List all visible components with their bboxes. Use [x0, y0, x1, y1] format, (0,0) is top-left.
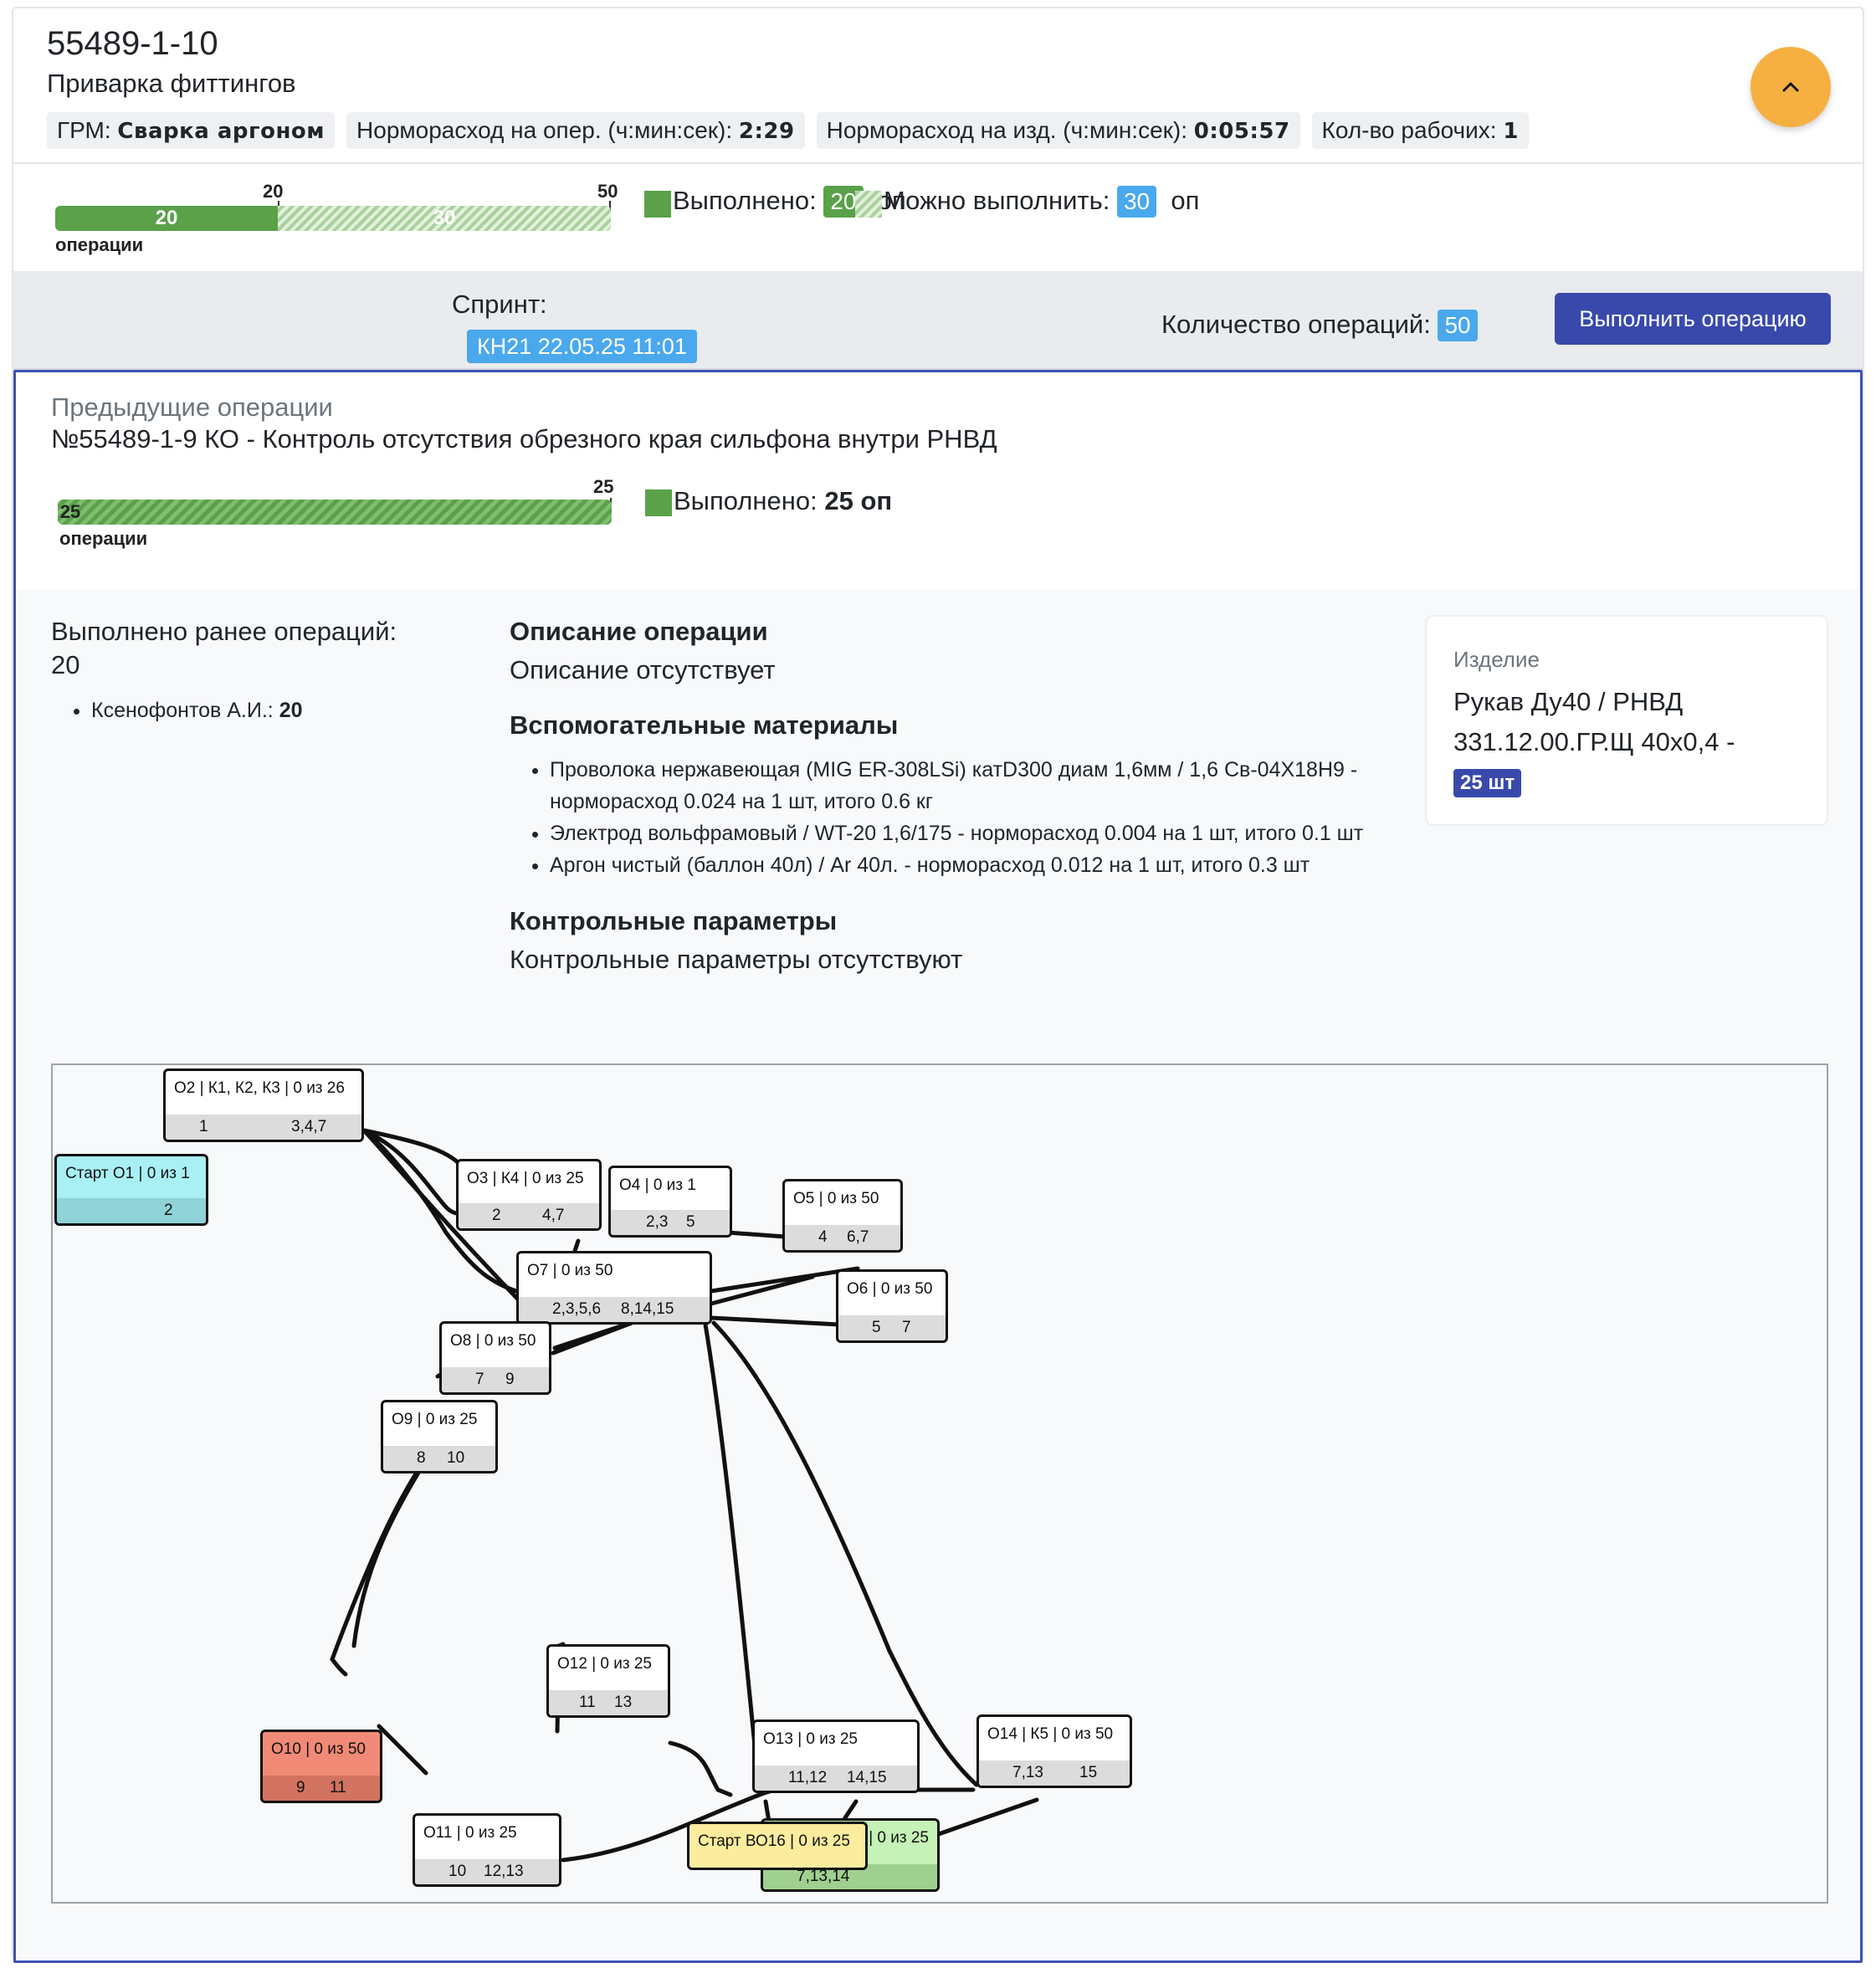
legend-done-swatch	[644, 191, 671, 218]
product-card: Изделие Рукав Ду40 / РНВД 331.12.00.ГР.Щ…	[1425, 615, 1828, 826]
chip-workers: Кол-во рабочих: 1	[1311, 112, 1529, 149]
collapse-button[interactable]	[1750, 47, 1831, 127]
graph-edges	[330, 1128, 1039, 1863]
graph-edge	[703, 1322, 758, 1757]
previous-progress-done	[58, 500, 612, 525]
previous-operation-name: №55489-1-9 КО - Контроль отсутствия обре…	[51, 424, 997, 454]
progress-done-label: 20	[155, 207, 178, 229]
done-before-value: 20	[51, 650, 80, 679]
chip-grm: ГРМ: Сварка аргоном	[47, 112, 336, 149]
description-text: Описание отсутствует	[510, 655, 776, 684]
graph-edge	[561, 1786, 783, 1863]
previous-progress-label: 25	[59, 501, 81, 522]
control-text: Контрольные параметры отсутствуют	[510, 945, 963, 974]
previous-legend: Выполнено: 25 оп	[674, 486, 893, 515]
progress-tick-done: 20	[263, 181, 284, 202]
materials-list: Проволока нержавеющая (MIG ER-308LSi) ка…	[510, 754, 1388, 881]
operation-header: 55489-1-10 Приварка фиттингов ГРМ: Сварк…	[13, 8, 1863, 164]
description-title: Описание операции	[510, 617, 768, 646]
worker-item: Ксенофонтов А.И.: 20	[91, 699, 303, 723]
progress-axis-label: операции	[55, 234, 144, 255]
product-name: Рукав Ду40 / РНВД 331.12.00.ГР.Щ 40х0,4 …	[1453, 687, 1735, 756]
graph-edge	[361, 1128, 524, 1295]
materials-title: Вспомогательные материалы	[510, 710, 899, 740]
previous-operations-panel: Предыдущие операции №55489-1-9 КО - Конт…	[13, 370, 1863, 1963]
graph-edge	[552, 1318, 641, 1350]
operation-progress: 20 50 20 30 операции Выполнено: 20 оп Мо…	[13, 166, 1863, 271]
done-before: Выполнено ранее операций: 20	[51, 617, 397, 679]
previous-operations-header: Предыдущие операции №55489-1-9 КО - Конт…	[16, 372, 1860, 590]
operation-code: 55489-1-10	[47, 25, 218, 62]
operation-count-badge: 50	[1438, 310, 1478, 341]
operation-chips: ГРМ: Сварка аргоном Норморасход на опер.…	[47, 112, 1529, 149]
chevron-up-icon	[1782, 82, 1799, 92]
graph-edge	[709, 1266, 860, 1294]
chip-norm-operation: Норморасход на опер. (ч:мин:сек): 2:29	[346, 112, 805, 149]
material-item: Электрод вольфрамовый / WT-20 1,6/175 - …	[550, 817, 1388, 849]
graph-edge	[711, 1320, 979, 1787]
previous-progress-bar: 25	[58, 500, 612, 525]
previous-legend-swatch	[645, 489, 672, 516]
sprint-bar: Спринт: КН21 22.05.25 11:01 Количество о…	[13, 271, 1863, 370]
graph-edge	[668, 1740, 733, 1797]
previous-operations-title: Предыдущие операции	[51, 392, 333, 422]
material-item: Аргон чистый (баллон 40л) / Ar 40л. - но…	[550, 849, 1388, 881]
legend-available-badge: 30	[1116, 186, 1157, 218]
progress-available-label: 30	[433, 207, 456, 229]
workers-list: Ксенофонтов А.И.: 20	[66, 699, 303, 723]
progress-tick-total: 50	[597, 181, 618, 202]
legend-available-swatch	[855, 191, 882, 218]
operation-card: 55489-1-10 Приварка фиттингов ГРМ: Сварк…	[12, 7, 1864, 1963]
progress-bar-available	[278, 206, 611, 231]
chip-norm-product: Норморасход на изд. (ч:мин:сек): 0:05:57	[816, 112, 1300, 149]
graph-edge	[361, 1128, 524, 1305]
graph-edge	[361, 1128, 465, 1217]
operation-count: Количество операций: 50	[1161, 310, 1478, 341]
product-qty-badge: 25 шт	[1453, 769, 1522, 797]
sprint-label: Спринт:	[452, 290, 547, 319]
previous-axis-label: операции	[59, 528, 148, 549]
product-label: Изделие	[1453, 647, 1540, 672]
graph-node-start-bo16[interactable]: Старт ВО16 | 0 из 25	[687, 1822, 868, 1870]
graph-node-start-o1[interactable]: Старт О1 | 0 из 1 2	[54, 1154, 208, 1226]
graph-edge	[929, 1797, 1039, 1839]
control-title: Контрольные параметры	[510, 906, 838, 935]
previous-tick-total: 25	[593, 476, 614, 497]
material-item: Проволока нержавеющая (MIG ER-308LSi) ка…	[550, 754, 1388, 817]
execute-operation-button[interactable]: Выполнить операцию	[1555, 293, 1831, 345]
operation-name: Приварка фиттингов	[47, 69, 296, 98]
operation-description: Описание операции Описание отсутствует В…	[510, 615, 1388, 976]
graph-edge	[377, 1724, 428, 1776]
graph-edge	[709, 1274, 815, 1306]
graph-edge	[709, 1315, 842, 1327]
progress-bar: 20 30	[55, 206, 611, 231]
operation-details: Выполнено ранее операций: 20 Ксенофонтов…	[16, 590, 1860, 1960]
sprint-tag[interactable]: КН21 22.05.25 11:01	[467, 330, 697, 363]
progress-bar-done	[55, 206, 278, 231]
graph-edge	[361, 1128, 464, 1168]
legend-available: Можно выполнить: 30 оп	[884, 186, 1199, 218]
